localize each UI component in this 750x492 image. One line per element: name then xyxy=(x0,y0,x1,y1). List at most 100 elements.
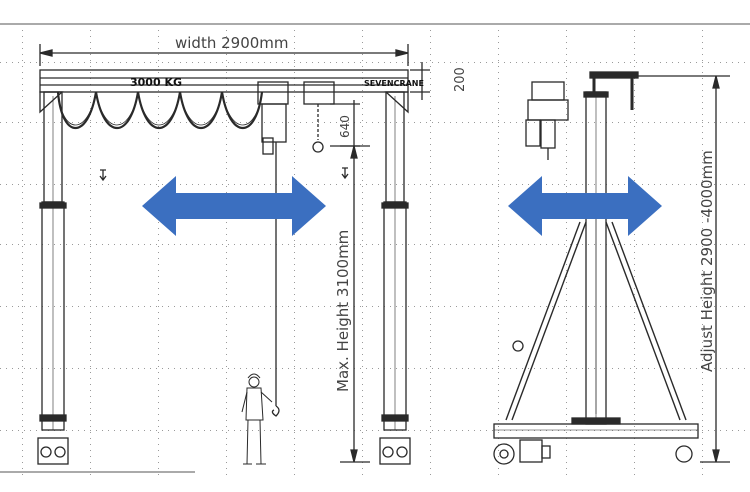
grid-dot xyxy=(90,408,91,409)
grid-dot xyxy=(430,180,431,181)
grid-dot xyxy=(414,306,415,307)
grid-dot xyxy=(498,198,499,199)
grid-dot xyxy=(156,184,157,185)
grid-dot xyxy=(90,282,91,283)
grid-dot xyxy=(498,62,499,63)
grid-dot xyxy=(430,252,431,253)
double-arrow-icon xyxy=(508,176,662,236)
grid-dot xyxy=(492,430,493,431)
grid-dot xyxy=(540,62,541,63)
grid-dot xyxy=(348,244,349,245)
grid-dot xyxy=(48,244,49,245)
grid-dot xyxy=(634,276,635,277)
grid-dot xyxy=(504,184,505,185)
grid-dot xyxy=(258,184,259,185)
grid-dot xyxy=(634,318,635,319)
grid-dot xyxy=(362,198,363,199)
grid-dot xyxy=(294,430,295,431)
grid-dot xyxy=(552,184,553,185)
grid-dot xyxy=(158,360,159,361)
grid-dot xyxy=(666,244,667,245)
grid-dot xyxy=(430,372,431,373)
grid-dot xyxy=(498,342,499,343)
grid-dot xyxy=(362,168,363,169)
grid-dot xyxy=(158,126,159,127)
grid-dot xyxy=(108,244,109,245)
grid-dot xyxy=(498,184,499,185)
grid-dot xyxy=(744,184,745,185)
grid-dot xyxy=(158,174,159,175)
grid-dot xyxy=(678,306,679,307)
grid-dot xyxy=(90,246,91,247)
grid-dot xyxy=(240,306,241,307)
grid-dot xyxy=(312,306,313,307)
grid-dot xyxy=(636,306,637,307)
grid-dot xyxy=(22,30,23,31)
grid-dot xyxy=(492,122,493,123)
grid-dot xyxy=(90,474,91,475)
a-frame-leg-left xyxy=(511,221,587,421)
width-arrowhead-left xyxy=(39,49,53,57)
grid-dot xyxy=(702,372,703,373)
grid-dot xyxy=(702,90,703,91)
grid-dot xyxy=(582,430,583,431)
grid-dot xyxy=(192,184,193,185)
grid-dot xyxy=(414,184,415,185)
grid-dot xyxy=(432,368,433,369)
grid-dot xyxy=(430,246,431,247)
grid-dot xyxy=(444,184,445,185)
grid-dot xyxy=(362,354,363,355)
grid-dot xyxy=(180,62,181,63)
grid-dot xyxy=(702,306,703,307)
grid-dot xyxy=(462,244,463,245)
grid-dot xyxy=(634,126,635,127)
grid-dot xyxy=(498,132,499,133)
grid-dot xyxy=(430,270,431,271)
grid-dot xyxy=(498,384,499,385)
grid-dot xyxy=(498,138,499,139)
grid-dot xyxy=(24,122,25,123)
grid-dot xyxy=(342,306,343,307)
grid-dot xyxy=(360,62,361,63)
grid-dot xyxy=(362,60,363,61)
grid-dot xyxy=(174,306,175,307)
grid-dot xyxy=(158,60,159,61)
level-marker-right xyxy=(341,167,349,180)
grid-dot xyxy=(126,306,127,307)
grid-dot xyxy=(432,184,433,185)
grid-dot xyxy=(226,420,227,421)
grid-dot xyxy=(186,244,187,245)
grid-dot xyxy=(226,192,227,193)
grid-dot xyxy=(330,122,331,123)
grid-dot xyxy=(158,96,159,97)
grid-dot xyxy=(546,62,547,63)
grid-dot xyxy=(22,438,23,439)
grid-dot xyxy=(150,306,151,307)
grid-dot xyxy=(318,184,319,185)
grid-dot xyxy=(22,108,23,109)
grid-dot xyxy=(480,244,481,245)
grid-dot xyxy=(306,430,307,431)
grid-dot xyxy=(90,234,91,235)
grid-dot xyxy=(288,244,289,245)
grid-dot xyxy=(564,430,565,431)
grid-dot xyxy=(226,438,227,439)
grid-dot xyxy=(594,244,595,245)
grid-dot xyxy=(708,122,709,123)
grid-dot xyxy=(294,108,295,109)
grid-dot xyxy=(702,324,703,325)
grid-dot xyxy=(362,126,363,127)
grid-dot xyxy=(226,432,227,433)
grid-dot xyxy=(126,62,127,63)
grid-dot xyxy=(564,244,565,245)
grid-dot xyxy=(156,244,157,245)
grid-dot xyxy=(252,62,253,63)
grid-dot xyxy=(564,368,565,369)
grid-dot xyxy=(510,244,511,245)
grid-dot xyxy=(72,430,73,431)
grid-dot xyxy=(294,324,295,325)
grid-dot xyxy=(552,430,553,431)
grid-dot xyxy=(432,430,433,431)
grid-dot xyxy=(156,62,157,63)
grid-dot xyxy=(510,430,511,431)
